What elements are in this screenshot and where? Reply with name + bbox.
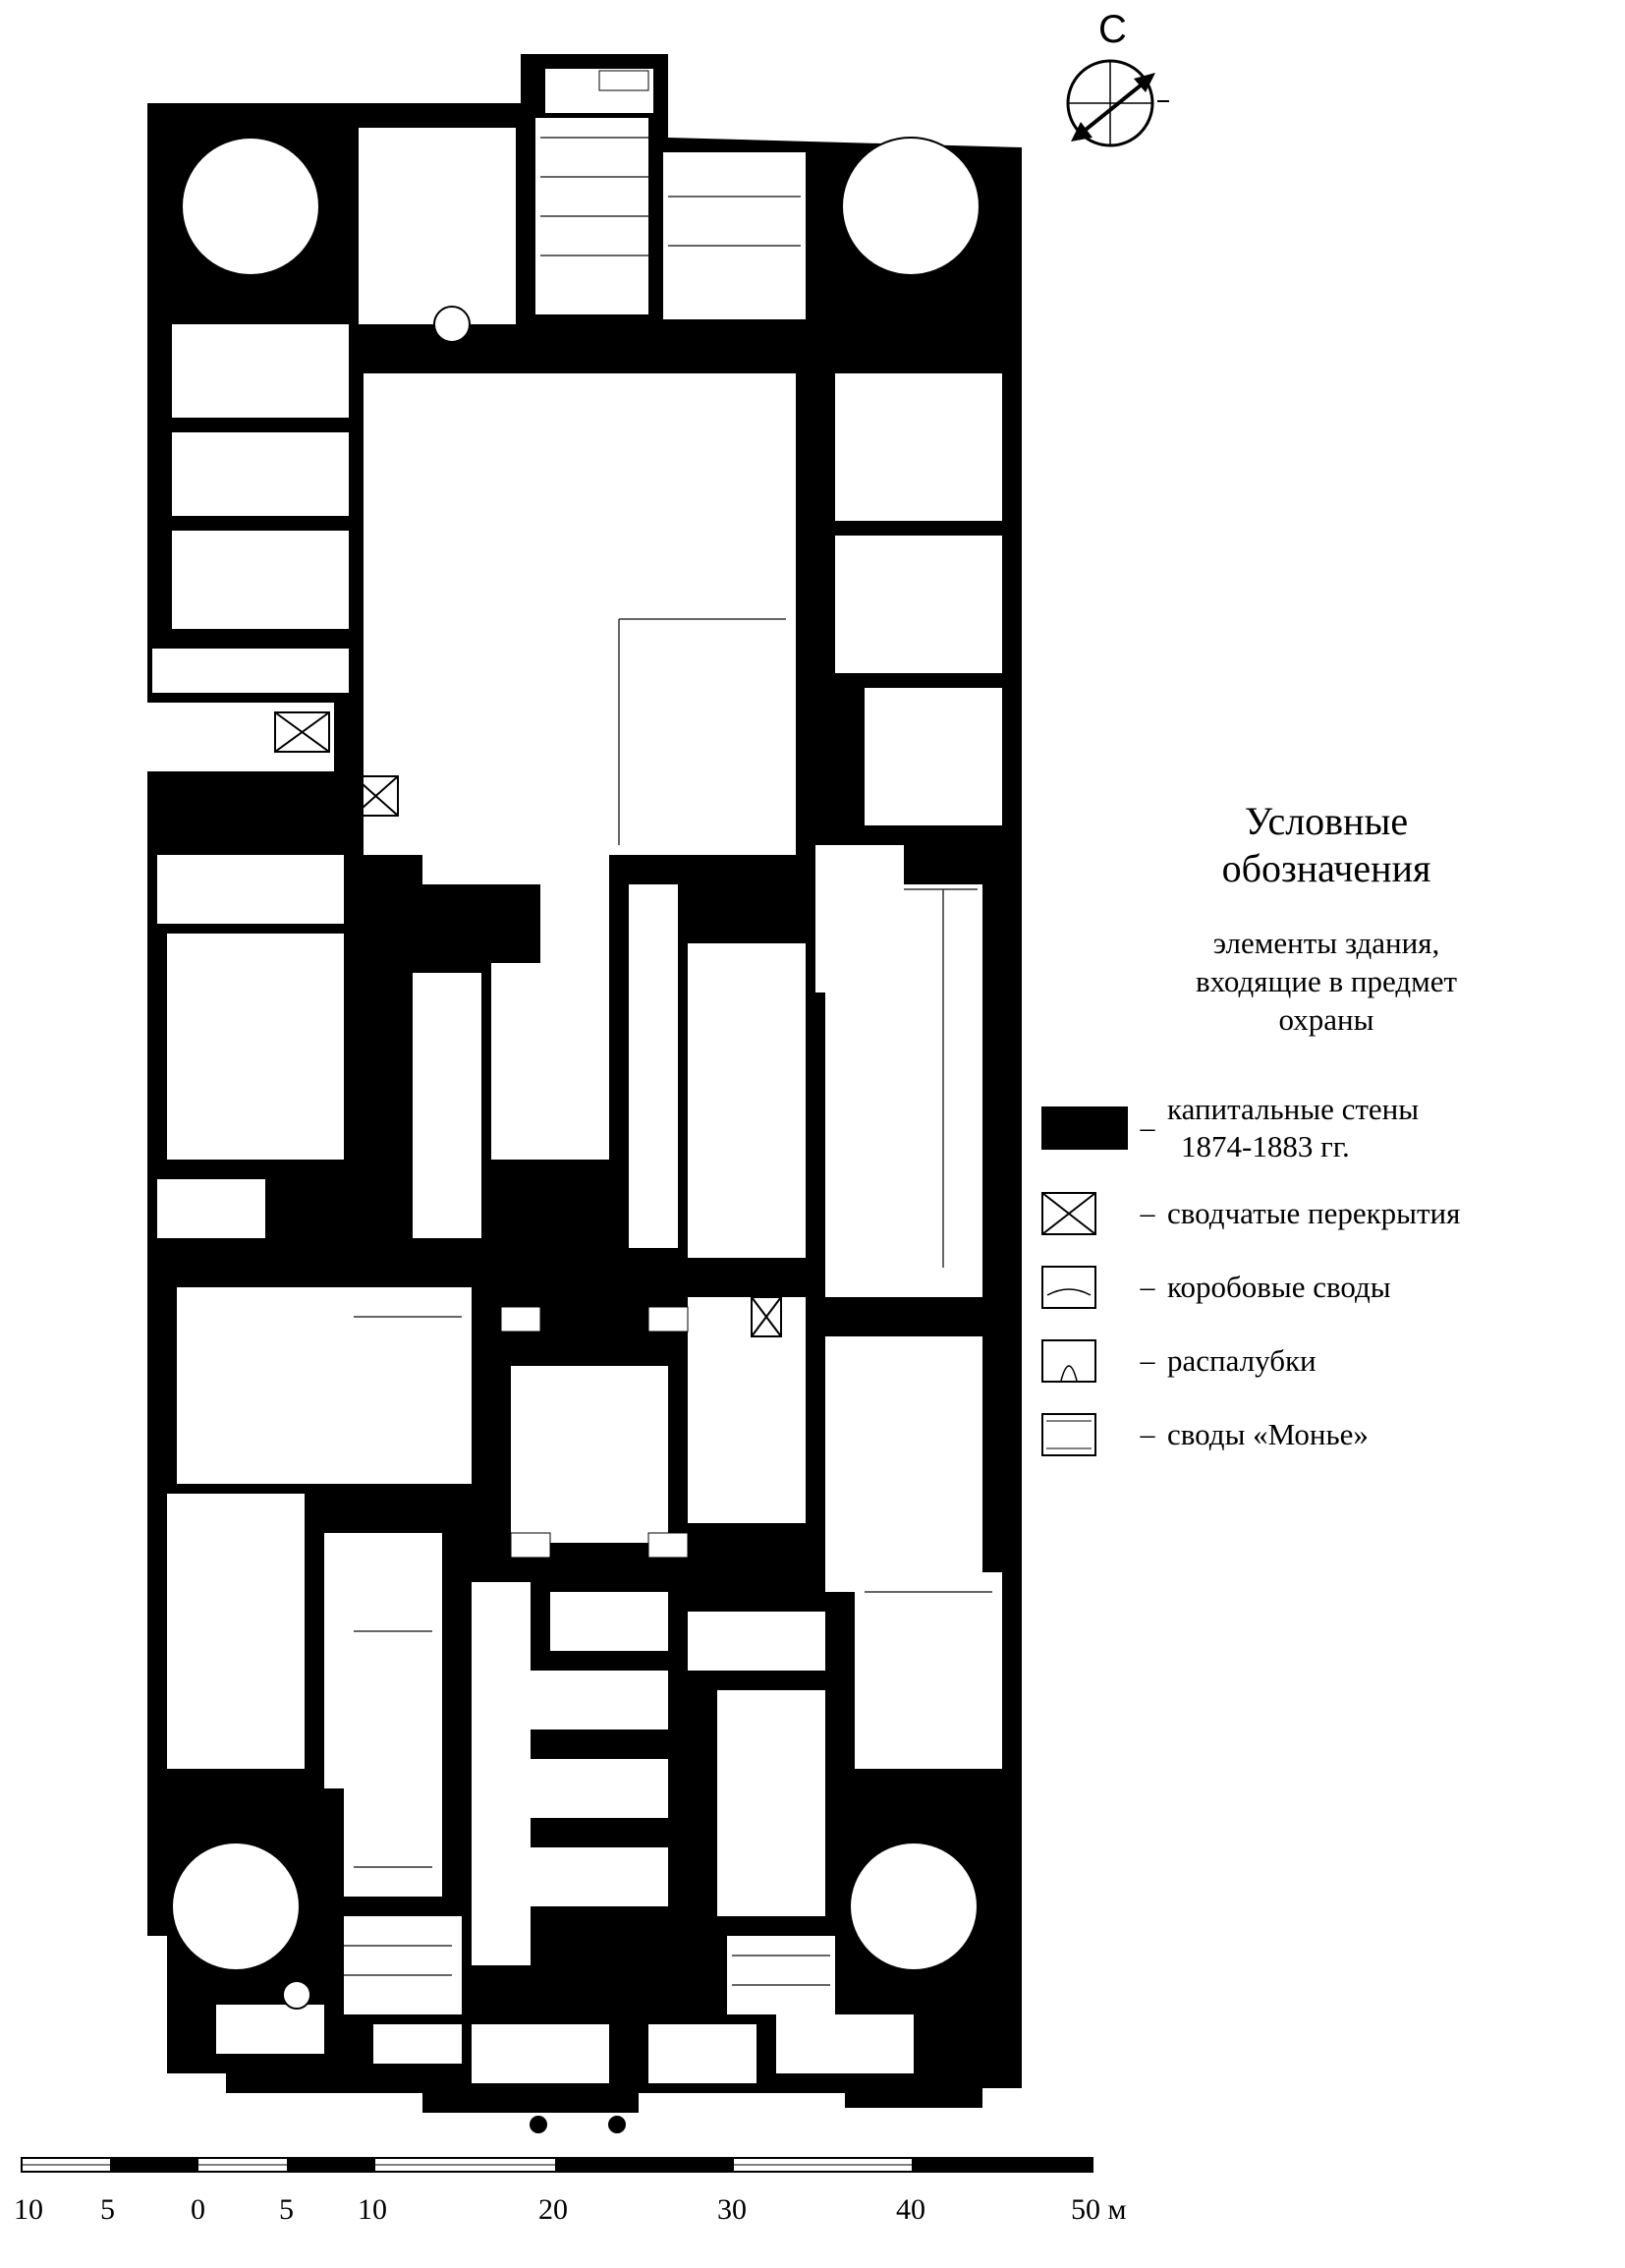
scale-label-40: 40 (896, 2193, 925, 2226)
legend-dash: – (1140, 1271, 1155, 1303)
legend-dash: – (1140, 1418, 1155, 1450)
entrance-posts (530, 2116, 626, 2133)
monier-vault-icon (1041, 1413, 1096, 1456)
scale-label-5: 5 (279, 2193, 294, 2226)
legend-cross-vault-label: сводчатые перекрытия (1167, 1196, 1461, 1230)
compass-north-label: С (1098, 8, 1127, 51)
legend-title-line1: Условные (1244, 799, 1409, 843)
legend-dash: – (1140, 1197, 1155, 1229)
scale-label-50m: 50 м (1071, 2193, 1127, 2226)
scale-label-0: 0 (191, 2193, 205, 2226)
scale-label-5-left: 5 (100, 2193, 115, 2226)
legend-lunette-label: распалубки (1167, 1343, 1317, 1378)
barrel-vault-icon (1041, 1266, 1096, 1309)
legend-subtitle: элементы здания, входящие в предмет охра… (1110, 924, 1542, 1039)
legend-subtitle-line2: входящие в предмет (1195, 964, 1458, 998)
scale-label-10: 10 (358, 2193, 387, 2226)
lunette-icon (1041, 1339, 1096, 1383)
legend-barrel-vault-label: коробовые своды (1167, 1270, 1391, 1304)
legend-dash: – (1140, 1344, 1155, 1377)
legend-title: Условные обозначения (1179, 798, 1474, 892)
scale-bar (21, 2157, 1093, 2173)
interior-rooms (147, 69, 1002, 2083)
legend-item-lunette: – распалубки (1041, 1332, 1317, 1390)
legend-subtitle-line1: элементы здания, (1212, 926, 1440, 960)
legend-walls-line1: капитальные стены (1167, 1092, 1420, 1126)
legend-dash: – (1140, 1111, 1155, 1144)
legend-monier-vault-label: своды «Монье» (1167, 1417, 1369, 1451)
legend-walls-line2: 1874-1883 гг. (1181, 1129, 1350, 1163)
legend-item-barrel-vault: – коробовые своды (1041, 1258, 1391, 1317)
plan-cross-vaults (274, 711, 782, 1337)
scale-label-20: 20 (538, 2193, 568, 2226)
cross-vault-icon (1041, 1192, 1096, 1235)
legend-subtitle-line3: охраны (1278, 1002, 1374, 1037)
solid-wall-icon (1041, 1106, 1128, 1150)
compass-rose (1066, 59, 1169, 147)
legend-item-walls-label: капитальные стены 1874-1883 гг. (1167, 1091, 1419, 1165)
legend-item-walls: – капитальные стены 1874-1883 гг. (1041, 1089, 1419, 1167)
legend-item-cross-vault: – сводчатые перекрытия (1041, 1184, 1460, 1243)
legend-title-line2: обозначения (1221, 846, 1431, 890)
legend-item-monier-vault: – своды «Монье» (1041, 1405, 1369, 1464)
corner-towers (171, 137, 981, 2010)
scale-label-10-left: 10 (14, 2193, 43, 2226)
plan-details (344, 137, 992, 1986)
scale-label-30: 30 (717, 2193, 747, 2226)
plan-stairs (500, 70, 689, 1559)
